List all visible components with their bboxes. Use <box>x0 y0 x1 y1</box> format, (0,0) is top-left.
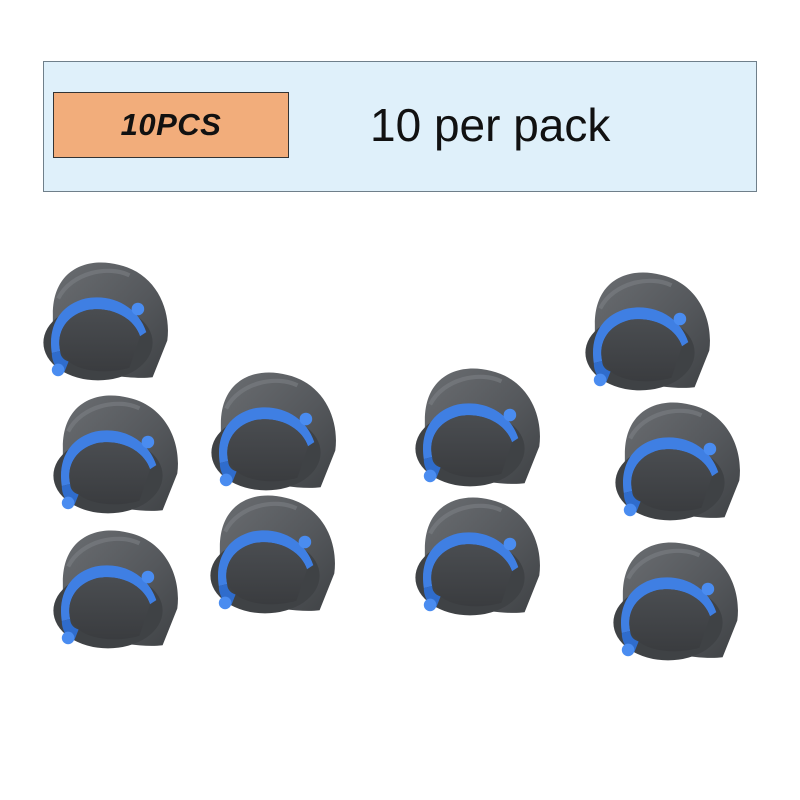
roller-10 <box>613 542 738 660</box>
roller-5 <box>210 495 335 613</box>
roller-6 <box>415 368 540 486</box>
roller-7 <box>415 497 540 615</box>
roller-8 <box>585 272 710 390</box>
roller-2 <box>53 395 178 513</box>
roller-4 <box>211 372 336 490</box>
quantity-banner: 10PCS 10 per pack <box>43 61 757 192</box>
quantity-badge: 10PCS <box>53 92 289 158</box>
roller-3 <box>53 530 178 648</box>
quantity-description: 10 per pack <box>370 99 611 151</box>
roller-1 <box>43 262 168 380</box>
roller-9 <box>615 402 740 520</box>
